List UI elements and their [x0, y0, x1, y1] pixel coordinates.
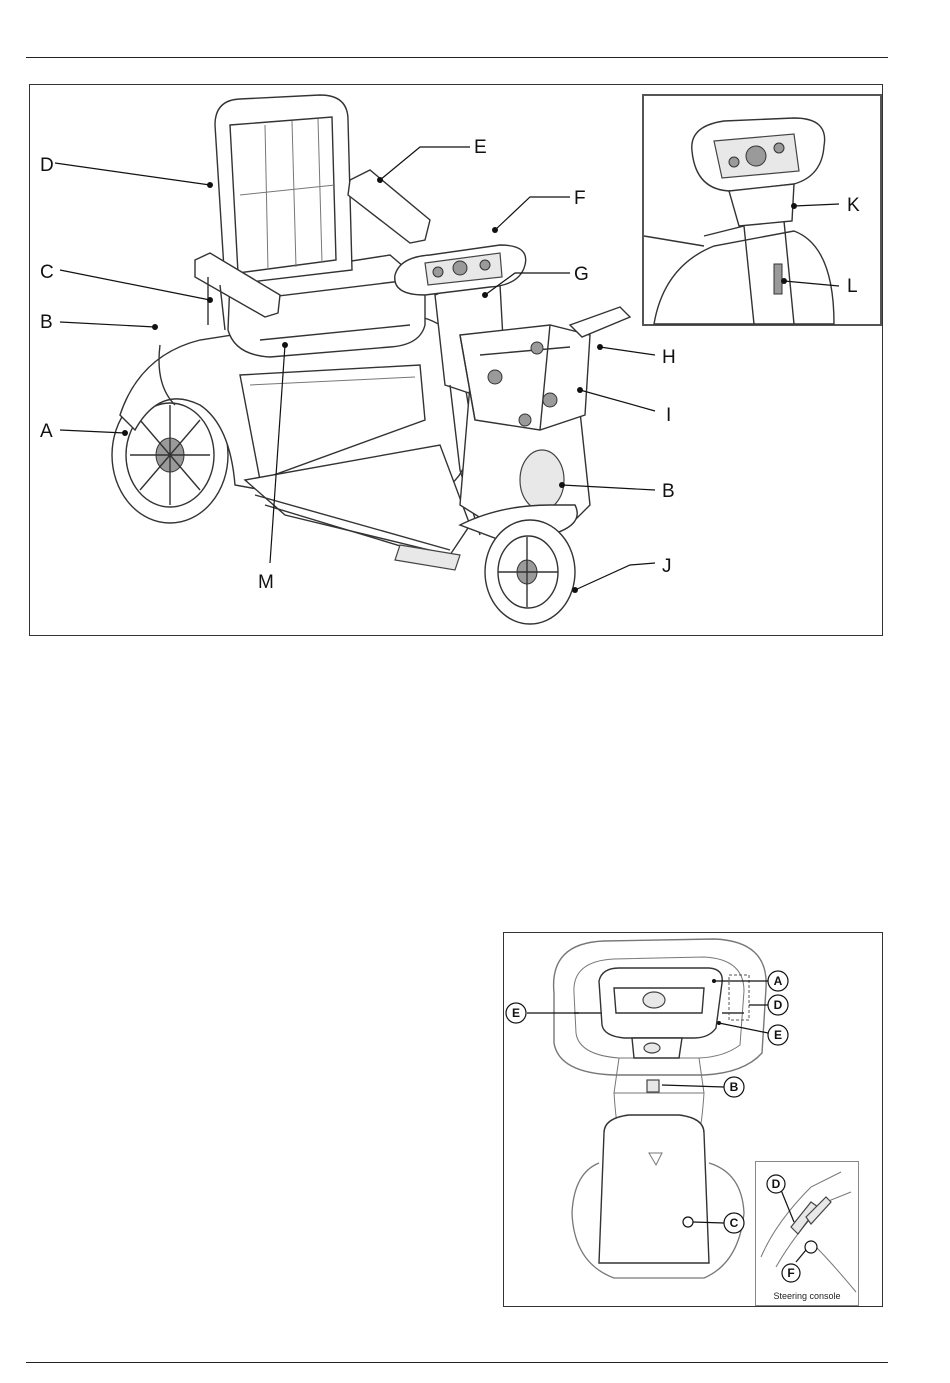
callout-i: I [666, 405, 671, 426]
callout-c: C [724, 1213, 744, 1233]
callout-h: H [662, 347, 676, 368]
callout-k: K [847, 195, 860, 216]
callout-a: A [768, 971, 788, 991]
callout-e-left: E [506, 1003, 526, 1023]
steering-console-inset: D F Steering console [755, 1161, 859, 1306]
callout-g: G [574, 264, 589, 285]
callout-b: B [724, 1077, 744, 1097]
callout-b-rear: B [40, 312, 53, 333]
callout-b-front: B [662, 481, 675, 502]
callout-a: A [40, 421, 53, 442]
footer-rule [26, 1362, 888, 1363]
callout-l: L [847, 276, 858, 297]
svg-text:E: E [512, 1006, 520, 1020]
svg-text:E: E [774, 1028, 782, 1042]
steering-console-figure: A D E E B C D F Steering console [503, 932, 883, 1307]
header-rule [26, 57, 888, 58]
scooter-overview-figure: D E F C G B H I A B J M K L [29, 84, 883, 636]
callout-d: D [768, 995, 788, 1015]
tiller-detail-drawing: K L [644, 96, 880, 324]
front-wheel [485, 520, 575, 624]
callout-e-right: E [768, 1025, 788, 1045]
callout-j: J [662, 556, 672, 577]
svg-text:B: B [730, 1080, 739, 1094]
callout-f: F [574, 188, 586, 209]
svg-text:D: D [774, 998, 783, 1012]
callout-inset-f: F [782, 1264, 800, 1282]
callout-d: D [40, 155, 54, 176]
callout-c: C [40, 262, 54, 283]
tiller-detail-inset: K L [642, 94, 882, 326]
steering-console-caption: Steering console [773, 1291, 840, 1301]
callout-m: M [258, 572, 274, 593]
callout-e: E [474, 137, 487, 158]
callout-inset-d: D [767, 1175, 785, 1193]
svg-text:F: F [787, 1266, 794, 1280]
svg-text:A: A [774, 974, 783, 988]
svg-text:C: C [730, 1216, 739, 1230]
svg-text:D: D [772, 1177, 781, 1191]
steering-console-inset-drawing: D F Steering console [756, 1162, 858, 1305]
